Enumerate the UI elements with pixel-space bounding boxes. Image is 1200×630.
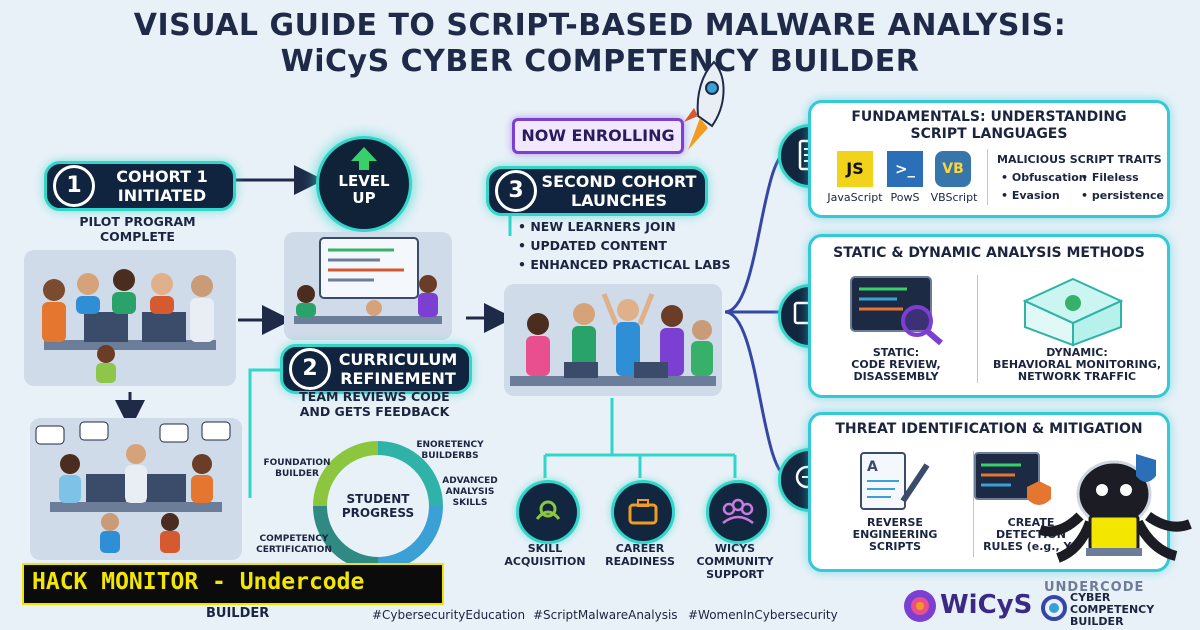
divider (977, 275, 978, 383)
hack-monitor-banner-text: HACK MONITOR - Undercode (32, 569, 365, 595)
wicys-logo-icon (904, 590, 936, 622)
celebrating-people-icon (510, 293, 716, 386)
reverse-engineering-label: REVERSE ENGINEERING SCRIPTS (852, 516, 938, 553)
trait-item: • persistence (1081, 189, 1165, 202)
step-1-label: COHORT 1 INITIATED (116, 167, 208, 205)
competency-builder-logo-icon (1041, 595, 1067, 621)
hacker-octopus-mascot-icon (1038, 454, 1192, 563)
community-icon (706, 480, 770, 544)
fundamentals-panel: FUNDAMENTALS: UNDERSTANDING SCRIPT LANGU… (808, 100, 1170, 218)
foundation-builder-label: FOUNDATION BUILDER (263, 458, 331, 479)
code-magnifier-icon (850, 276, 943, 345)
detection-rules-label: CREATE DETECTION RULES (e.g., YA (983, 516, 1079, 553)
level-up-line-1: LEVEL (338, 172, 390, 190)
step-2-caption: TEAM REVIEWS CODE AND GETS FEEDBACK (299, 389, 450, 419)
step-2-number: 2 (289, 348, 331, 390)
new-learners-illustration (504, 284, 722, 396)
rocket-icon (684, 60, 725, 150)
footer-builder-label: BUILDER (206, 606, 270, 621)
step-1-caption: PILOT PROGRAM COMPLETE (79, 214, 196, 244)
step-3-pill: 3 SECOND COHORT LAUNCHES (486, 166, 708, 216)
step-2-label: CURRICULUM REFINEMENT (338, 350, 458, 388)
traits-title: MALICIOUS SCRIPT TRAITS (997, 153, 1162, 166)
level-up-badge: LEVEL UP (316, 136, 412, 232)
javascript-icon: JS (837, 151, 873, 187)
step-2-pill: 2 CURRICULUM REFINEMENT (280, 344, 472, 394)
discussion-group-icon (35, 421, 231, 553)
pilot-team-illustration (24, 250, 236, 386)
step-1-number: 1 (53, 165, 95, 207)
powershell-icon: >_ (887, 151, 923, 187)
skill-acquisition-label: SKILL ACQUISITION (504, 542, 586, 568)
code-screen-icon (294, 237, 442, 324)
reverse-engineering-icon: A (860, 452, 930, 510)
hashtag: #WomenInCybersecurity (688, 608, 838, 622)
divider (973, 451, 974, 557)
dynamic-analysis-label: DYNAMIC: BEHAVIORAL MONITORING, NETWORK … (992, 346, 1162, 383)
briefcase-icon (611, 480, 675, 544)
fundamentals-title: FUNDAMENTALS: UNDERSTANDING SCRIPT LANGU… (851, 109, 1127, 142)
people-group-icon (42, 269, 216, 383)
step-3-number: 3 (495, 170, 537, 212)
title-line-1: VISUAL GUIDE TO SCRIPT-BASED MALWARE ANA… (133, 8, 1067, 43)
step-3-bullet: • ENHANCED PRACTICAL LABS (518, 257, 731, 272)
hashtag: #ScriptMalwareAnalysis (533, 608, 678, 622)
cyber-competency-builder-label: CYBER COMPETENCY BUILDER (1070, 591, 1155, 628)
trait-item: • Evasion (1001, 189, 1060, 202)
analysis-title: STATIC & DYNAMIC ANALYSIS METHODS (833, 245, 1145, 261)
static-analysis-label: STATIC: CODE REVIEW, DISASSEMBLY (851, 346, 941, 383)
step-3-label: SECOND COHORT LAUNCHES (541, 172, 697, 210)
analysis-methods-panel: STATIC & DYNAMIC ANALYSIS METHODS STATIC… (808, 234, 1170, 398)
powershell-label: PowS (890, 191, 920, 204)
detection-rules-icon (974, 452, 1051, 505)
divider (987, 149, 988, 205)
sandbox-cube-icon (1022, 277, 1124, 347)
competency-certification-label: COMPETENCY CERTIFICATION (256, 534, 332, 555)
vbscript-label: VBScript (930, 191, 978, 204)
enoretency-builders-label: ENORETENCY BUILDERBS (416, 440, 484, 461)
student-progress-cycle (313, 441, 443, 571)
community-support-label: WICYS COMMUNITY SUPPORT (696, 542, 774, 581)
now-enrolling-label: NOW ENROLLING (521, 126, 675, 145)
hashtag: #CybersecurityEducation (372, 608, 526, 622)
step-3-bullet: • UPDATED CONTENT (518, 238, 667, 253)
trait-item: • Fileless (1081, 171, 1139, 184)
step-3-bullets: • NEW LEARNERS JOIN • UPDATED CONTENT • … (518, 217, 738, 274)
code-review-illustration (284, 232, 452, 340)
page-title: VISUAL GUIDE TO SCRIPT-BASED MALWARE ANA… (0, 8, 1200, 80)
undercode-wordmark: UNDERCODE (1044, 580, 1145, 595)
hack-monitor-banner: HACK MONITOR - Undercode (22, 563, 444, 605)
vbscript-icon: VB (935, 151, 971, 187)
now-enrolling-badge: NOW ENROLLING (512, 118, 684, 154)
career-readiness-label: CAREER READINESS (605, 542, 675, 568)
advanced-analysis-label: ADVANCED ANALYSIS SKILLS (442, 476, 498, 508)
feedback-team-illustration (30, 418, 242, 560)
title-line-2: WiCyS CYBER COMPETENCY BUILDER (280, 44, 920, 79)
level-up-line-2: UP (352, 189, 376, 207)
javascript-label: JavaScript (827, 191, 883, 204)
wicys-wordmark: WiCyS (940, 590, 1033, 620)
trait-item: • Obfuscation (1001, 171, 1087, 184)
arrow-up-icon (351, 147, 377, 170)
step-1-pill: 1 COHORT 1 INITIATED (44, 161, 236, 211)
svg-text:A: A (867, 459, 878, 475)
step-3-bullet: • NEW LEARNERS JOIN (518, 219, 676, 234)
skill-acquisition-icon (516, 480, 580, 544)
student-progress-label: STUDENT PROGRESS (341, 492, 415, 520)
threat-title: THREAT IDENTIFICATION & MITIGATION (835, 421, 1143, 437)
